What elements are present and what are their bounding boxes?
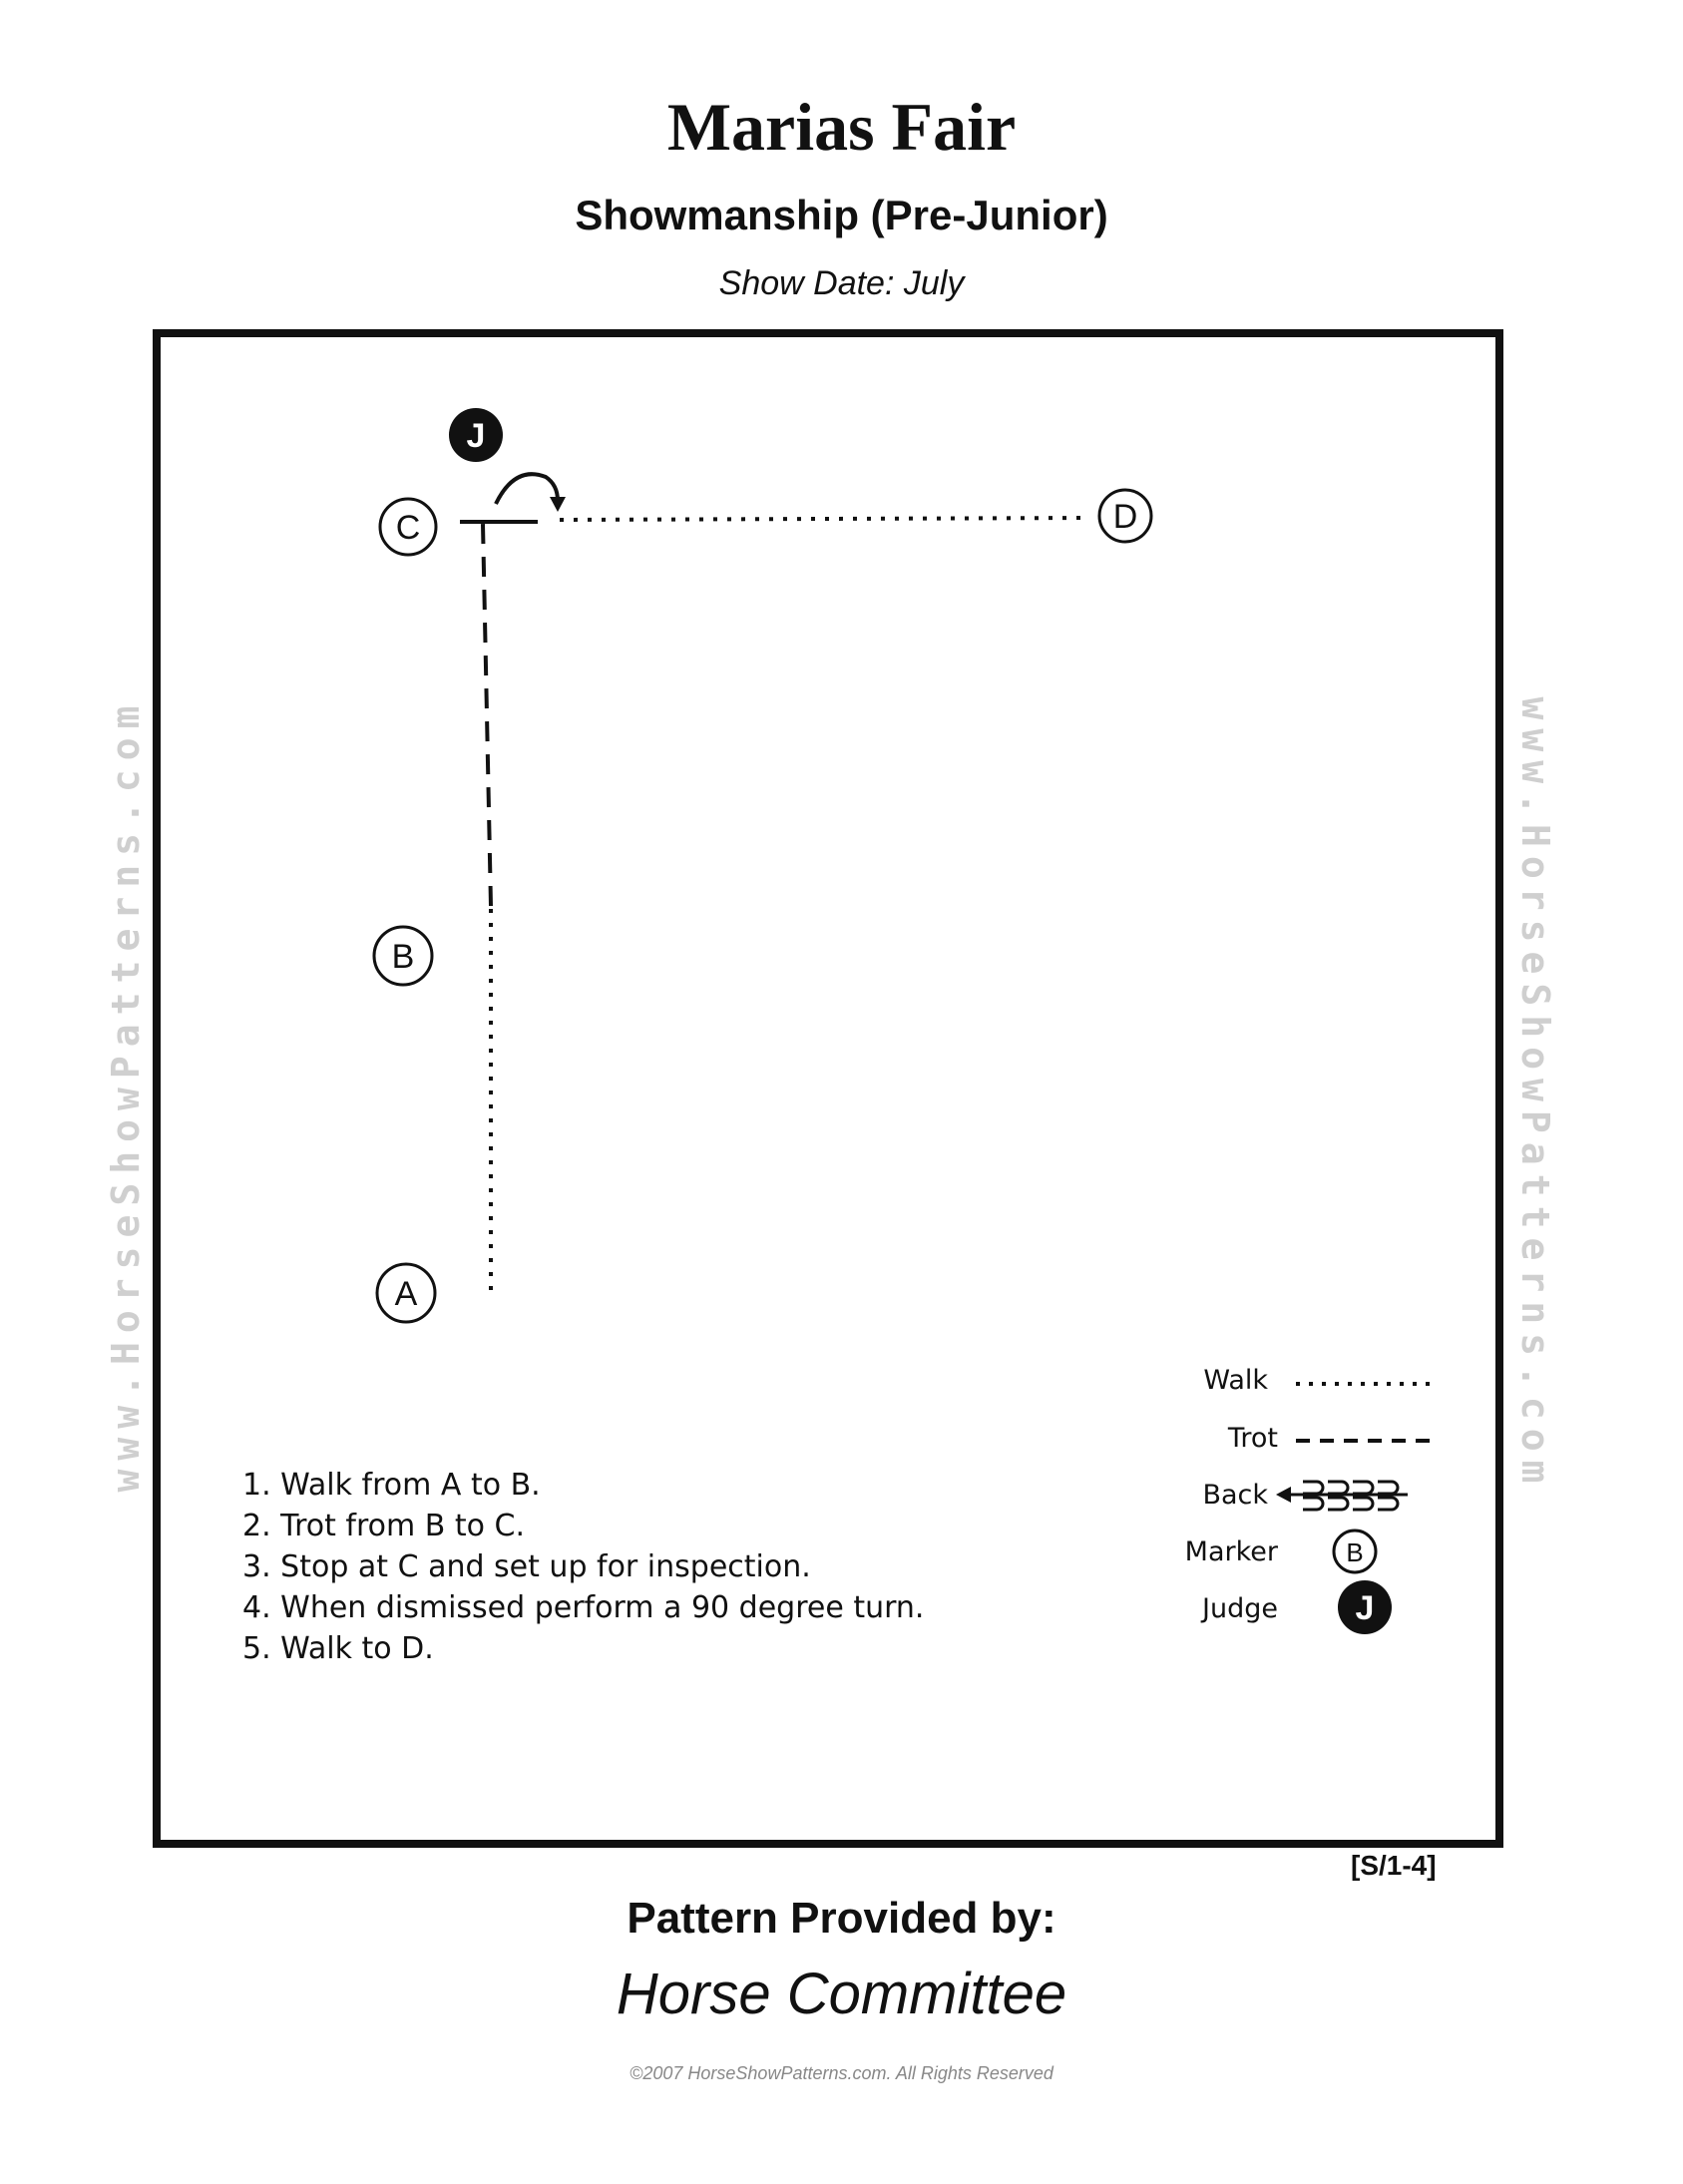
legend-judge-symbol: J xyxy=(1356,1589,1375,1627)
marker-c: C xyxy=(378,497,438,557)
judge-icon: J xyxy=(449,408,503,462)
provider-name: Horse Committee xyxy=(616,1962,1067,2026)
instruction-step: 2. Trot from B to C. xyxy=(242,1509,526,1543)
marker-b: B xyxy=(372,925,434,987)
watermark-right: www.HorseShowPatterns.com xyxy=(1513,696,1557,1493)
page-title: Marias Fair xyxy=(666,89,1017,165)
instruction-step: 1. Walk from A to B. xyxy=(242,1468,541,1503)
instruction-step: 3. Stop at C and set up for inspection. xyxy=(242,1549,811,1584)
turn-arrowhead-icon xyxy=(550,497,566,512)
legend-judge-icon: J xyxy=(1338,1580,1392,1634)
legend-marker-symbol: B xyxy=(1346,1537,1363,1567)
legend-back-icon xyxy=(1276,1480,1408,1512)
instruction-step: 5. Walk to D. xyxy=(242,1631,434,1666)
legend-back-label: Back xyxy=(1202,1480,1268,1511)
marker-b-label: B xyxy=(392,938,415,976)
legend-marker-label: Marker xyxy=(1184,1536,1278,1567)
marker-c-label: C xyxy=(396,509,421,547)
legend-judge-label: Judge xyxy=(1202,1593,1278,1624)
class-subtitle: Showmanship (Pre-Junior) xyxy=(575,192,1108,238)
show-date: Show Date: July xyxy=(718,264,965,302)
marker-a-label: A xyxy=(395,1275,418,1313)
instruction-step: 4. When dismissed perform a 90 degree tu… xyxy=(242,1590,925,1625)
legend-trot-label: Trot xyxy=(1227,1423,1278,1454)
provided-by-heading: Pattern Provided by: xyxy=(627,1894,1056,1943)
marker-d-label: D xyxy=(1113,498,1138,536)
copyright-notice: ©2007 HorseShowPatterns.com. All Rights … xyxy=(630,2063,1053,2083)
judge-label: J xyxy=(467,417,486,455)
trot-path-b-to-c xyxy=(481,523,493,907)
instructions-list: 1. Walk from A to B. 2. Trot from B to C… xyxy=(242,1465,924,1669)
marker-a: A xyxy=(375,1262,437,1324)
legend-marker-icon: B xyxy=(1332,1529,1378,1574)
walk-path-to-d xyxy=(559,516,1091,522)
pattern-code: [S/1-4] xyxy=(1351,1850,1437,1881)
arena-diagram: C D B A J xyxy=(153,329,1503,1848)
marker-d: D xyxy=(1097,488,1153,544)
pattern-drawing: C D B A J xyxy=(372,408,1433,1634)
legend-walk-label: Walk xyxy=(1203,1365,1268,1396)
turn-arc-icon xyxy=(494,472,560,505)
watermark-left: www.HorseShowPatterns.com xyxy=(104,696,148,1493)
